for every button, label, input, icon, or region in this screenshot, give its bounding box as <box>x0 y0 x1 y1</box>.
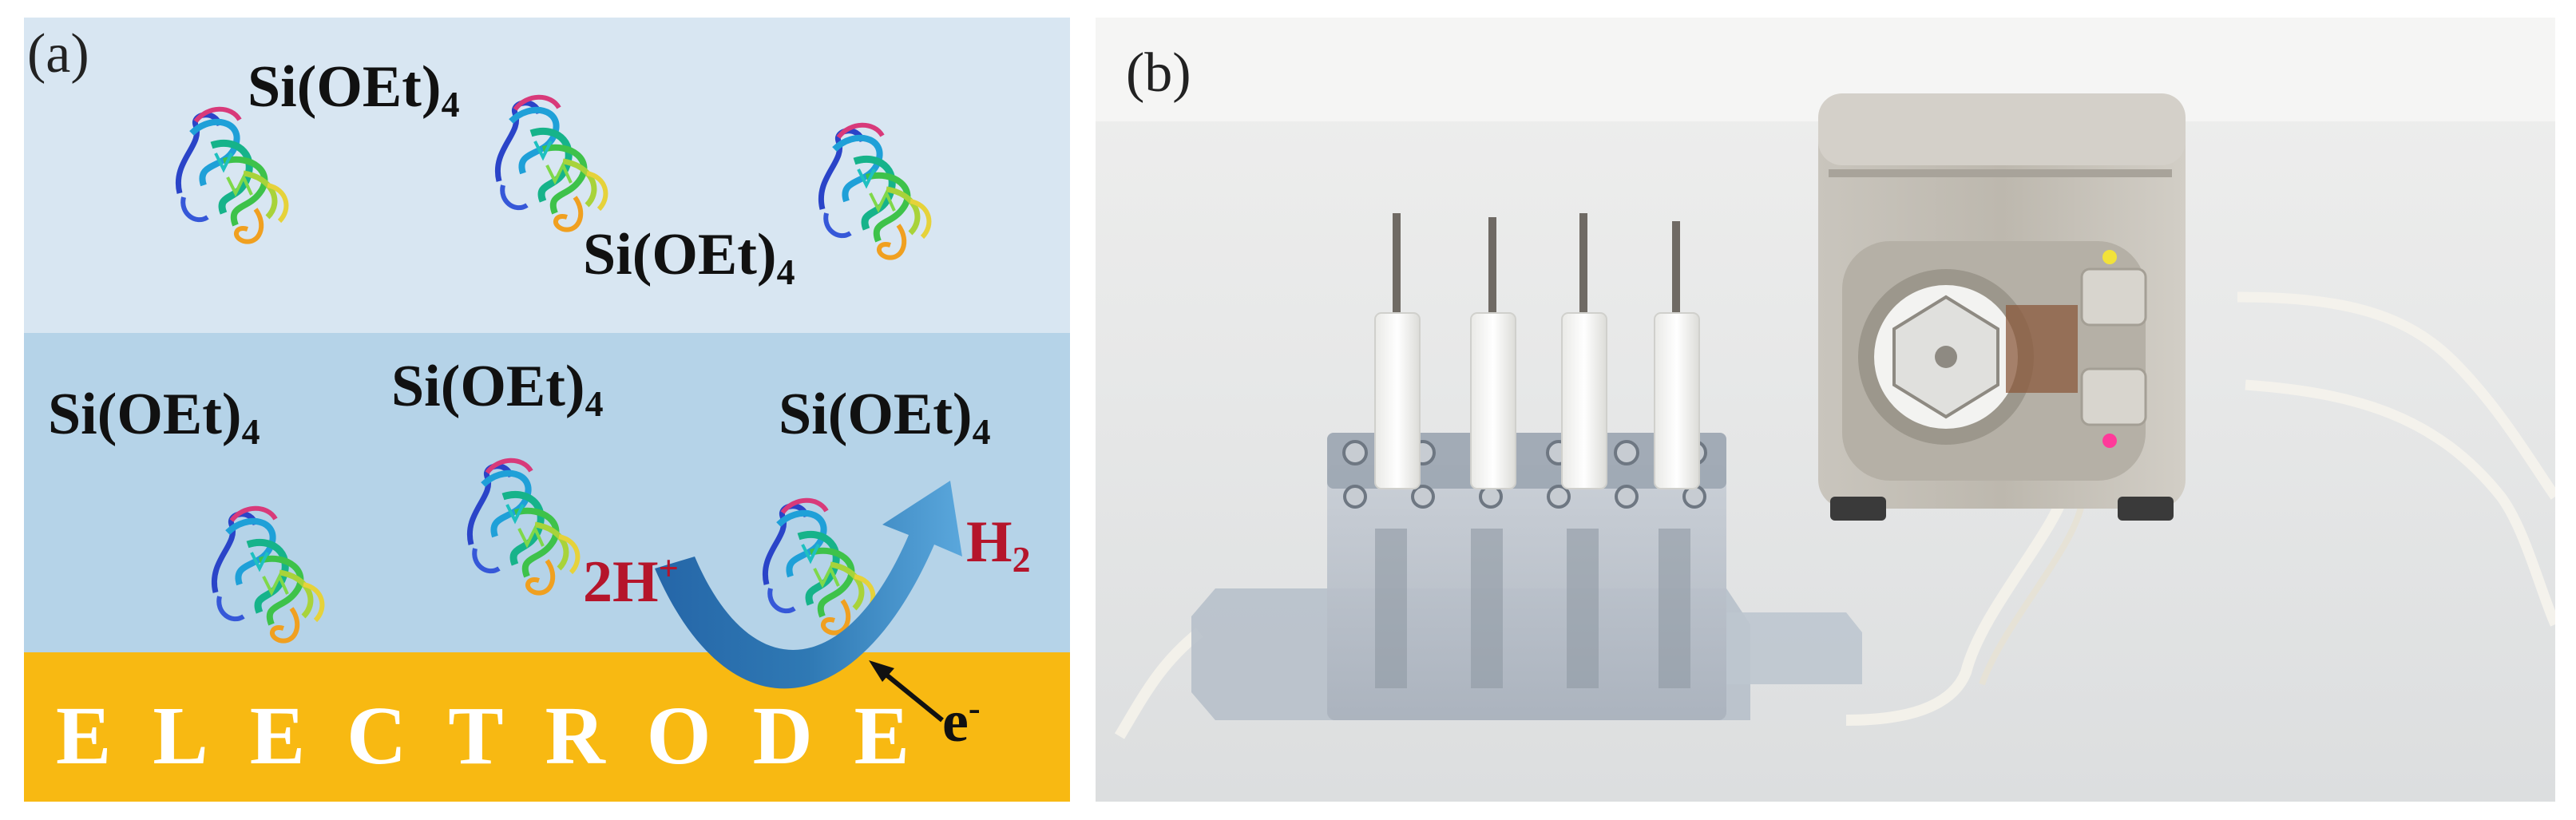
reaction-curve-arrow <box>655 481 962 689</box>
teos-formula: Si(OEt)4 <box>779 382 991 452</box>
flow-cell-block <box>1327 465 1726 720</box>
teos-formula: Si(OEt)4 <box>248 54 460 125</box>
teos-formula: Si(OEt)4 <box>391 354 604 424</box>
reaction-arrows <box>655 481 962 723</box>
teos-formula: Si(OEt)4 <box>48 382 260 452</box>
tube <box>2245 379 2555 627</box>
electron-arrow <box>877 666 944 723</box>
tube <box>1114 628 1203 739</box>
panel-b-photo: (b) <box>1096 18 2555 802</box>
electrode-label: ELECTRODE <box>56 690 952 782</box>
teos-formula: Si(OEt)4 <box>583 222 795 292</box>
panel-b-label: (b) <box>1126 42 1191 104</box>
panel-a-diagram: (a) Si(OEt)4 Si(OEt)4 Si(OEt)4 Si(OEt)4 … <box>24 18 1070 802</box>
solution-layer <box>24 18 1070 333</box>
pump-indicator-pink <box>2102 434 2117 448</box>
tube <box>2237 291 2555 500</box>
electron-arrow-head <box>869 660 894 682</box>
electrochemical-cell-photo <box>1096 18 2555 802</box>
electrode-layer <box>24 652 1070 802</box>
electrode-sleeves <box>1374 312 1700 489</box>
electrode-pins <box>1393 213 1680 317</box>
electron-label: e- <box>942 687 981 755</box>
pump-indicator-yellow <box>2102 250 2117 264</box>
proton-label: 2H+ <box>583 548 679 615</box>
panel-a-label: (a) <box>27 23 89 85</box>
hydrogen-label: H2 <box>966 509 1031 580</box>
